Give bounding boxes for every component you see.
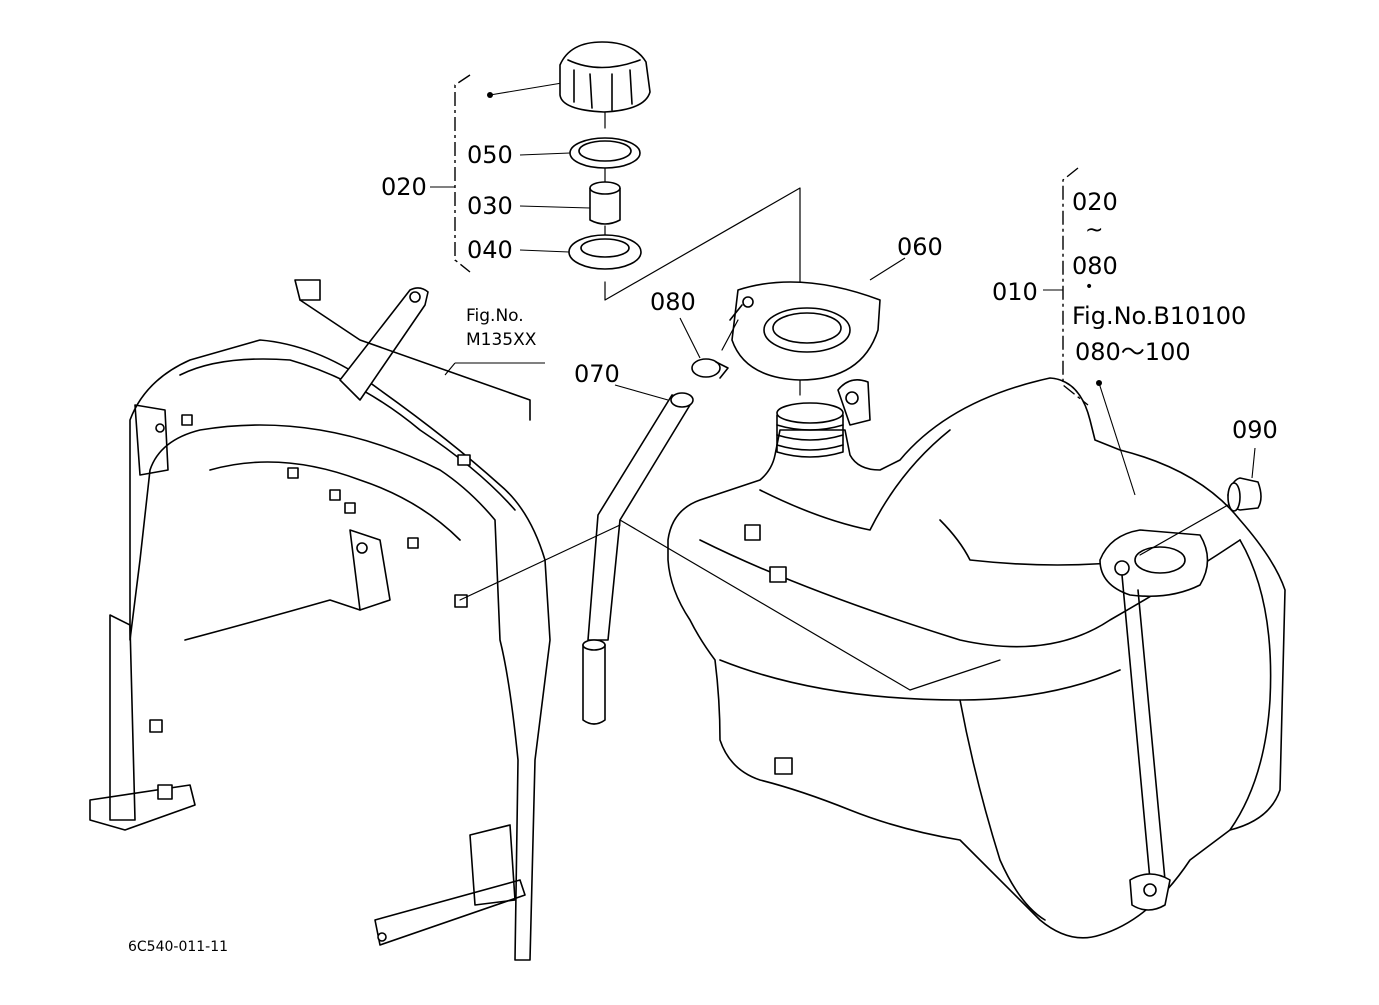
drawing-number: 6C540-011-11 (128, 939, 229, 955)
group-010-fig-ref[interactable]: Fig.No.B10100 (1072, 302, 1247, 330)
group-010-start: 020 (1072, 188, 1118, 216)
group-010-bracket (1043, 167, 1136, 496)
callout-080-clamp: 080 (650, 288, 696, 316)
strainer-icon[interactable] (519, 167, 621, 225)
fuel-hose-icon[interactable] (582, 384, 694, 725)
figure-ref-line1[interactable]: Fig.No. (466, 306, 524, 326)
gasket-ring-icon[interactable] (519, 137, 641, 169)
callout-060: 060 (897, 233, 943, 261)
group-010-fig-range: 080～100 (1075, 338, 1191, 366)
group-010-end: 080 (1072, 252, 1118, 280)
group-010-tilde: ~ (1085, 218, 1104, 243)
callout-020: 020 (381, 173, 427, 201)
callout-010: 010 (992, 278, 1038, 306)
fuel-tank-icon[interactable] (619, 377, 1286, 939)
callout-090: 090 (1232, 416, 1278, 444)
flange-bolt-icon[interactable] (1139, 447, 1262, 556)
group-010-dot: • (1085, 279, 1094, 295)
group-020-bracket (430, 74, 563, 273)
callout-030: 030 (467, 192, 513, 220)
callout-040: 040 (467, 236, 513, 264)
callout-050: 050 (467, 141, 513, 169)
frame-panel-icon (89, 279, 621, 961)
seal-washer-icon[interactable] (519, 225, 642, 270)
fuel-cap-icon[interactable] (559, 41, 651, 129)
figure-ref-line2[interactable]: M135XX (466, 330, 537, 350)
callout-070: 070 (574, 360, 620, 388)
hose-clamp-icon[interactable] (679, 317, 739, 379)
fuel-tank-cover-icon[interactable] (729, 257, 906, 381)
